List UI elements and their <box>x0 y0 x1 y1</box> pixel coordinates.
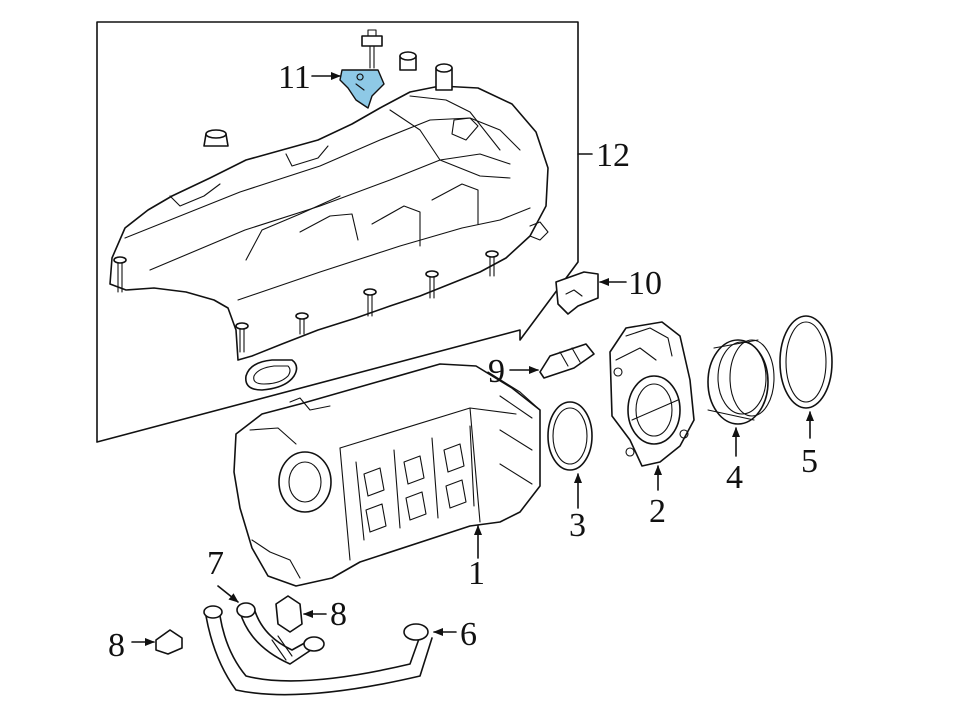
callout-3: 3 <box>569 507 586 544</box>
hose-clamp-left <box>155 629 183 655</box>
hose-clamp-right <box>275 595 303 633</box>
callout-10: 10 <box>628 265 662 302</box>
callout-8-right: 8 <box>330 596 347 633</box>
bolt <box>361 29 383 69</box>
callout-2: 2 <box>649 493 666 530</box>
callout-1: 1 <box>468 555 485 592</box>
callout-8-left: 8 <box>108 627 125 664</box>
callout-4: 4 <box>726 459 743 496</box>
callout-5: 5 <box>801 443 818 480</box>
throttle-body <box>609 321 695 467</box>
leader-arrows <box>131 72 814 646</box>
intercooler-housing <box>233 363 541 587</box>
callout-12: 12 <box>596 137 630 174</box>
sensor-bracket <box>555 271 599 315</box>
spacer <box>399 51 417 71</box>
callout-9: 9 <box>488 353 505 390</box>
callout-11: 11 <box>278 59 311 96</box>
coolant-pipe <box>236 602 325 665</box>
coolant-hose <box>203 605 433 696</box>
callout-6: 6 <box>460 616 477 653</box>
assembly-12-boundary <box>96 21 579 443</box>
callout-7: 7 <box>207 545 224 582</box>
clamp-ring <box>779 315 833 409</box>
sensor <box>539 343 595 379</box>
intake-manifold <box>109 63 549 361</box>
coupler-sleeve <box>707 339 775 425</box>
throttle-gasket <box>547 401 593 471</box>
manifold-gasket <box>245 359 298 391</box>
